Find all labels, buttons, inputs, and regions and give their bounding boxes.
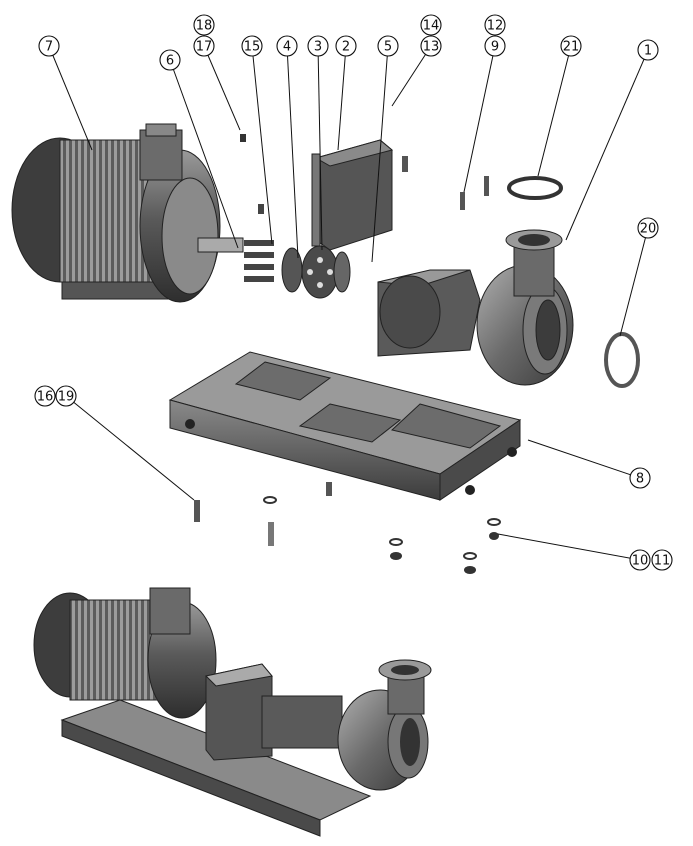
svg-text:15: 15: [244, 40, 261, 55]
coupling-guard: [311, 139, 394, 251]
callout-9: 9: [484, 35, 506, 57]
leader-lines: [48, 45, 649, 561]
svg-text:2: 2: [342, 40, 350, 55]
svg-text:14: 14: [423, 19, 440, 34]
svg-text:5: 5: [384, 40, 392, 55]
svg-text:17: 17: [196, 40, 213, 55]
assembled-view: [33, 587, 432, 837]
callout-7: 7: [38, 35, 60, 57]
svg-text:13: 13: [423, 40, 440, 55]
pump-casing: [377, 229, 574, 386]
svg-text:3: 3: [314, 40, 322, 55]
svg-text:7: 7: [45, 40, 53, 55]
svg-text:11: 11: [654, 554, 671, 569]
callout-16: 16: [34, 385, 56, 407]
svg-text:4: 4: [283, 40, 291, 55]
svg-text:16: 16: [37, 390, 54, 405]
callout-20: 20: [637, 217, 659, 239]
callout-15: 15: [241, 35, 263, 57]
exploded-view: [11, 123, 640, 574]
svg-text:21: 21: [563, 40, 580, 55]
electric-motor: [11, 123, 244, 303]
callout-21: 21: [560, 35, 582, 57]
svg-text:12: 12: [487, 19, 504, 34]
svg-text:10: 10: [632, 554, 649, 569]
svg-text:18: 18: [196, 19, 213, 34]
callout-14: 14: [420, 14, 442, 36]
callout-4: 4: [276, 35, 298, 57]
svg-text:19: 19: [58, 390, 75, 405]
callout-11: 11: [651, 549, 673, 571]
svg-text:6: 6: [166, 54, 174, 69]
fasteners: [194, 134, 501, 574]
callout-10: 10: [629, 549, 651, 571]
callout-13: 13: [420, 35, 442, 57]
callout-8: 8: [629, 467, 651, 489]
svg-text:1: 1: [644, 44, 652, 59]
svg-text:9: 9: [491, 40, 499, 55]
callout-17: 17: [193, 35, 215, 57]
callout-18: 18: [193, 14, 215, 36]
callout-6: 6: [159, 49, 181, 71]
base-frame: [168, 351, 522, 501]
callout-12: 12: [484, 14, 506, 36]
callout-2: 2: [335, 35, 357, 57]
callout-19: 19: [55, 385, 77, 407]
svg-text:8: 8: [636, 472, 644, 487]
callout-3: 3: [307, 35, 329, 57]
coupling-assembly: [244, 240, 351, 299]
callouts: 7 6 18 17 15 4 3 2 5 14 13 12 9 21 1 20 …: [34, 14, 673, 571]
callout-1: 1: [637, 39, 659, 61]
gaskets: [507, 176, 640, 388]
callout-5: 5: [377, 35, 399, 57]
svg-text:20: 20: [640, 222, 657, 237]
